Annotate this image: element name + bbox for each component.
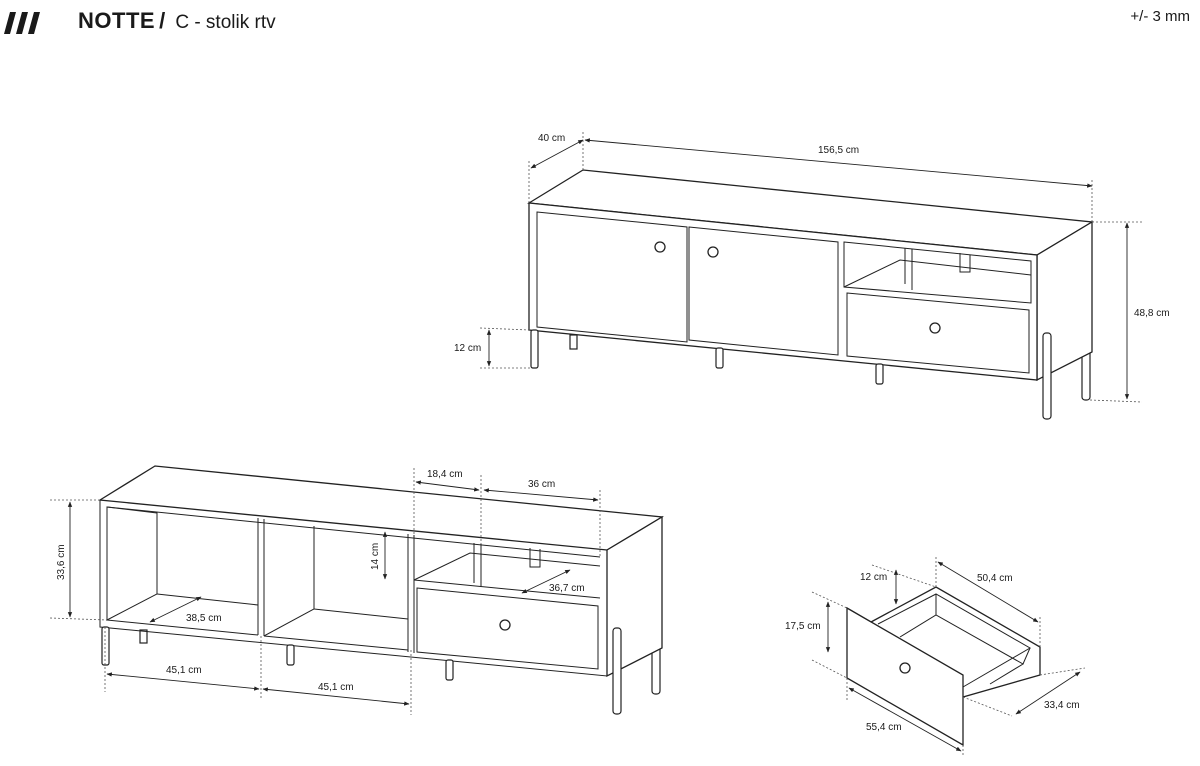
shelf-notch	[529, 548, 541, 568]
compartment-floor	[106, 619, 259, 636]
front-leg	[715, 347, 724, 369]
dim-drawer-inner-height-label: 12 cm	[860, 572, 887, 583]
front-view-open: 33,6 cm 38,5 cm 45,1 cm 45,1 cm 18,4 cm …	[49, 465, 665, 715]
dim-drawer-depth	[1015, 671, 1081, 715]
dim-inner-depth-label: 38,5 cm	[186, 613, 222, 624]
dim-drawer-width-label: 55,4 cm	[866, 722, 902, 733]
dim-depth	[530, 139, 584, 169]
inner-top-edge	[106, 506, 601, 558]
dim-drawer-inner-width	[937, 561, 1039, 623]
knob-icon	[499, 619, 511, 631]
front-view-closed: 40 cm 156,5 cm 48,8 cm 12 cm	[454, 130, 1170, 420]
knob-icon	[899, 662, 911, 674]
header: NOTTE/ C - stolik rtv +/- 3 mm	[0, 0, 1200, 50]
extension-line	[811, 591, 848, 609]
drawer-front-top-edge	[846, 607, 872, 623]
dim-drawer-width	[848, 687, 962, 752]
drawer-front	[846, 292, 1030, 374]
dim-drawer-height-label: 17,5 cm	[785, 621, 821, 632]
shelf-back-edge	[413, 552, 601, 581]
knob-icon	[707, 246, 719, 258]
dim-shelf-depth-label: 36,7 cm	[549, 583, 585, 594]
open-shelf	[843, 241, 1032, 304]
dim-compartment-width-1-label: 45,1 cm	[166, 665, 202, 676]
dim-shelf-width-label: 18,4 cm	[427, 469, 463, 480]
top-surface	[98, 465, 665, 551]
carcass-outline	[99, 500, 608, 677]
drawer-inner-floor	[899, 614, 1024, 685]
dim-shelf-height-label: 14 cm	[370, 543, 381, 570]
dim-inner-depth	[149, 596, 202, 623]
extension-line	[1089, 399, 1143, 403]
knob-icon	[929, 322, 941, 334]
shelf-notch	[959, 253, 971, 273]
dim-compartment-width-2	[262, 687, 410, 706]
dim-shelf-depth	[521, 569, 571, 594]
compartment-floor	[313, 608, 409, 620]
dim-drawer-section-width	[483, 488, 599, 502]
shelf-edge	[413, 579, 601, 599]
dim-drawer-inner-width-label: 50,4 cm	[977, 573, 1013, 584]
compartment-floor	[263, 635, 409, 651]
front-leg	[875, 363, 884, 385]
dim-compartment-width-1	[106, 672, 260, 691]
dim-width-label: 156,5 cm	[818, 145, 859, 156]
front-leg	[286, 644, 295, 666]
extension-line	[479, 327, 531, 331]
dim-width	[584, 138, 1093, 188]
back-leg	[569, 334, 578, 350]
front-leg	[612, 627, 622, 715]
left-door	[536, 211, 688, 343]
dim-inner-height-label: 33,6 cm	[56, 544, 67, 580]
back-leg	[139, 629, 148, 644]
extension-line	[1039, 667, 1086, 676]
middle-door	[688, 226, 839, 356]
shelf-back-edge	[843, 259, 1032, 288]
page-title: NOTTE/ C - stolik rtv	[78, 8, 276, 34]
extension-line	[962, 696, 1013, 717]
dim-shelf-width	[415, 480, 480, 492]
extension-line	[49, 617, 108, 621]
compartment-floor	[156, 593, 259, 606]
front-leg	[101, 626, 110, 666]
tolerance-note: +/- 3 mm	[1130, 8, 1190, 25]
drawer-front	[416, 587, 599, 670]
front-leg	[1042, 332, 1052, 420]
dim-depth-label: 40 cm	[538, 133, 565, 144]
product-subtitle: C - stolik rtv	[175, 12, 276, 33]
front-leg	[530, 329, 539, 369]
model-name: NOTTE	[78, 8, 156, 33]
extension-line	[871, 564, 937, 588]
title-separator: /	[159, 8, 166, 33]
compartment-left	[106, 506, 158, 621]
compartment-back	[263, 526, 315, 637]
drawer-view: 12 cm 50,4 cm 17,5 cm 33,4 cm 55,4 cm	[785, 557, 1086, 757]
brand-logo-icon	[4, 12, 40, 34]
front-leg	[445, 659, 454, 681]
dim-drawer-section-width-label: 36 cm	[528, 479, 555, 490]
knob-icon	[654, 241, 666, 253]
dim-height-label: 48,8 cm	[1134, 308, 1170, 319]
dim-drawer-depth-label: 33,4 cm	[1044, 700, 1080, 711]
drawer-side-corner	[1022, 647, 1031, 665]
extension-line	[811, 659, 848, 679]
dim-leg-height-label: 12 cm	[454, 343, 481, 354]
dim-compartment-width-2-label: 45,1 cm	[318, 682, 354, 693]
